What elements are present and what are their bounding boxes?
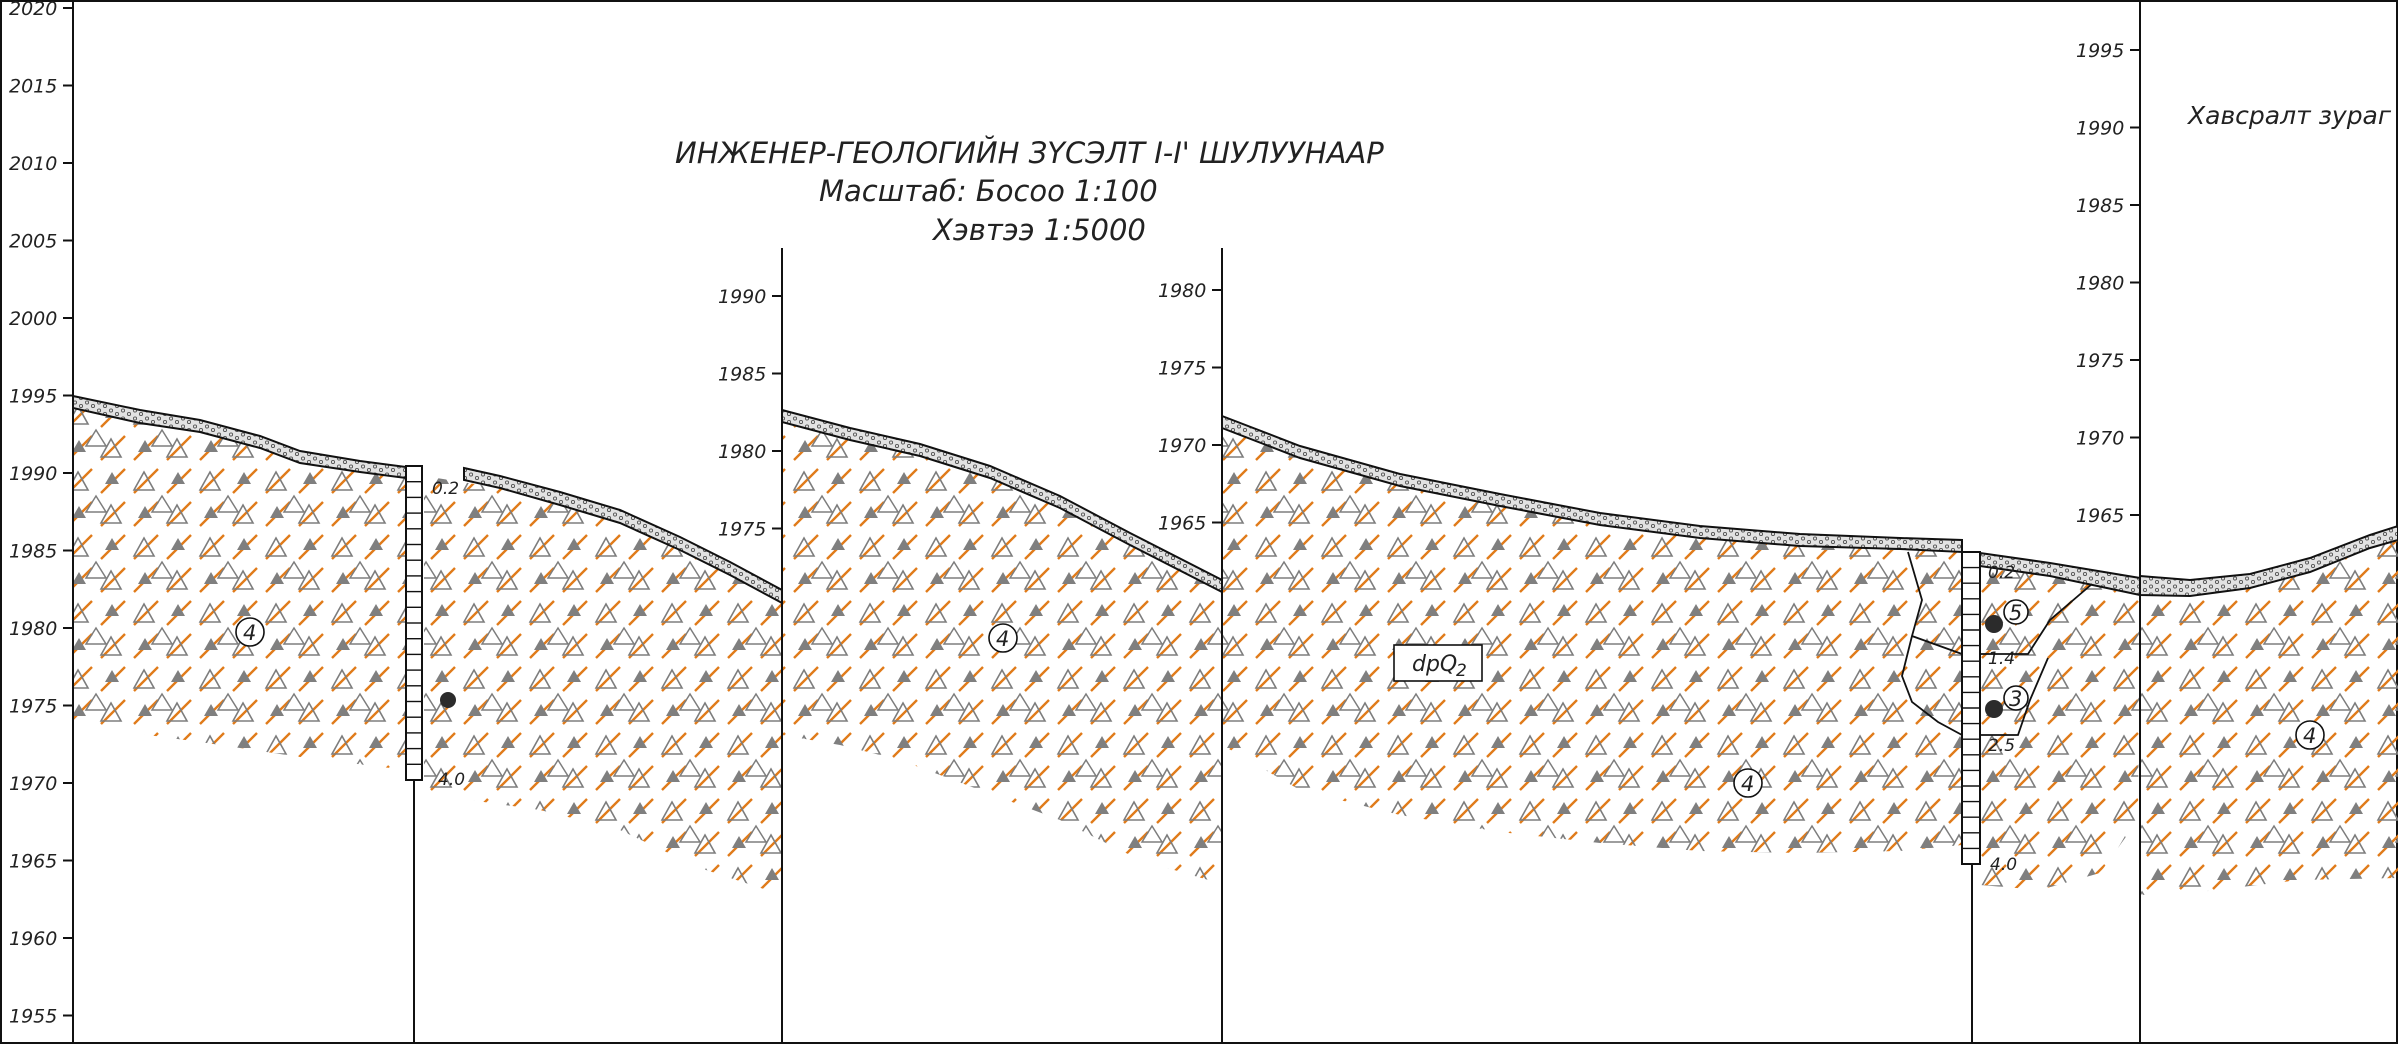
axis-tick-label: 1970 [2076,428,2124,450]
layer-number: 4 [1741,772,1754,796]
scale-c: 1995 1990 1985 1980 1975 1970 1965 [2076,40,2140,527]
axis-tick-label: 2015 [9,76,57,98]
sample-number-circle [2003,685,2029,711]
scale-b: 1980 1975 1970 1965 [1158,280,1222,535]
axis-tick-label: 1980 [718,441,766,463]
borehole-1-depth-top: 0.2 [432,479,459,499]
borehole-2: 0.2 1.4 2.5 4.0 5 3 [1961,551,2029,875]
soil-layer-segment-4 [1222,428,1962,853]
sample-number: 5 [2009,601,2022,625]
soil-layer-segment-6 [2140,540,2398,895]
geologic-code-box: dpQ 2 [1393,644,1483,682]
section-lines [72,0,2141,1044]
borehole-2-depth-mid2: 2.5 [1988,736,2015,756]
gravel-band-6 [2139,524,2398,598]
axis-tick-label: 1970 [1158,435,1206,457]
layer-number-circle [988,623,1018,653]
axis-tick-label: 1975 [718,519,766,541]
axis-tick-label: 1990 [9,463,57,485]
layer-number: 4 [996,627,1009,651]
section-title: ИНЖЕНЕР-ГЕОЛОГИЙН ЗҮСЭЛТ I-I' ШУЛУУНААР [675,136,1384,170]
axis-tick-label: 2005 [9,231,57,253]
borehole-2-depth-bottom: 4.0 [1990,855,2017,875]
axis-tick-label: 1980 [2076,273,2124,295]
axis-tick-label: 1965 [1158,513,1206,535]
axis-tick-label: 2020 [9,0,57,20]
axis-tick-label: 1965 [9,851,57,873]
sample-dot [1985,700,2003,718]
axis-tick-label: 1975 [2076,350,2124,372]
axis-tick-label: 1965 [2076,505,2124,527]
axis-tick-label: 1985 [9,541,57,563]
contact-lines [1901,551,2093,736]
section-sheet-label: Хавсралт зураг №35 [2186,101,2398,130]
soil-layer-segment-5 [1980,568,2140,890]
axis-tick-label: 1995 [9,386,57,408]
axis-tick-label: 1960 [9,928,57,950]
borehole-2-depth-top: 0.2 [1988,563,2015,583]
axis-tick-label: 1980 [1158,280,1206,302]
axis-tick-label: 2010 [9,153,57,175]
soil-layers [73,408,2398,895]
axis-tick-label: 1985 [2076,195,2124,217]
left-scale: 2020 2015 2010 2005 2000 1995 1990 1985 1980 1975… [9,0,73,1028]
borehole-2-depth-mid1: 1.4 [1988,649,2015,669]
axis-tick-label: 1955 [9,1006,57,1028]
scale-line-horizontal: Хэвтээ 1:5000 [931,213,1146,247]
axis-tick-label: 1985 [718,364,766,386]
geologic-code: dpQ [1412,652,1457,677]
scale-a: 1990 1985 1980 1975 [718,286,782,541]
axis-tick-label: 1995 [2076,40,2124,62]
sample-dot [1985,615,2003,633]
soil-layer-segment-3 [782,422,1222,884]
sample-dot [440,692,456,708]
layer-number-circle [1733,768,1763,798]
layer-number-circle [2295,720,2325,750]
axis-tick-label: 1980 [9,618,57,640]
borehole-1-depth-bottom: 4.0 [438,770,465,790]
axis-tick-label: 1990 [718,286,766,308]
layer-number: 4 [243,621,256,645]
axis-tick-label: 1990 [2076,118,2124,140]
layer-number: 4 [2303,724,2316,748]
soil-layer-segment-2 [424,476,782,895]
soil-layer-segment-1 [73,408,406,770]
geologic-code-subscript: 2 [1456,661,1467,681]
scale-line-vertical: Масштаб: Босоо 1:100 [819,174,1158,208]
sample-number: 3 [2009,687,2022,711]
axis-tick-label: 1975 [9,696,57,718]
layer-number-circle [235,617,265,647]
borehole-1: 0.2 4.0 [405,465,465,790]
axis-tick-label: 1970 [9,773,57,795]
axis-tick-label: 1975 [1158,358,1206,380]
sample-number-circle [2003,599,2029,625]
axis-tick-label: 2000 [9,308,57,330]
layer-labels: 4 4 4 4 [235,617,2325,798]
